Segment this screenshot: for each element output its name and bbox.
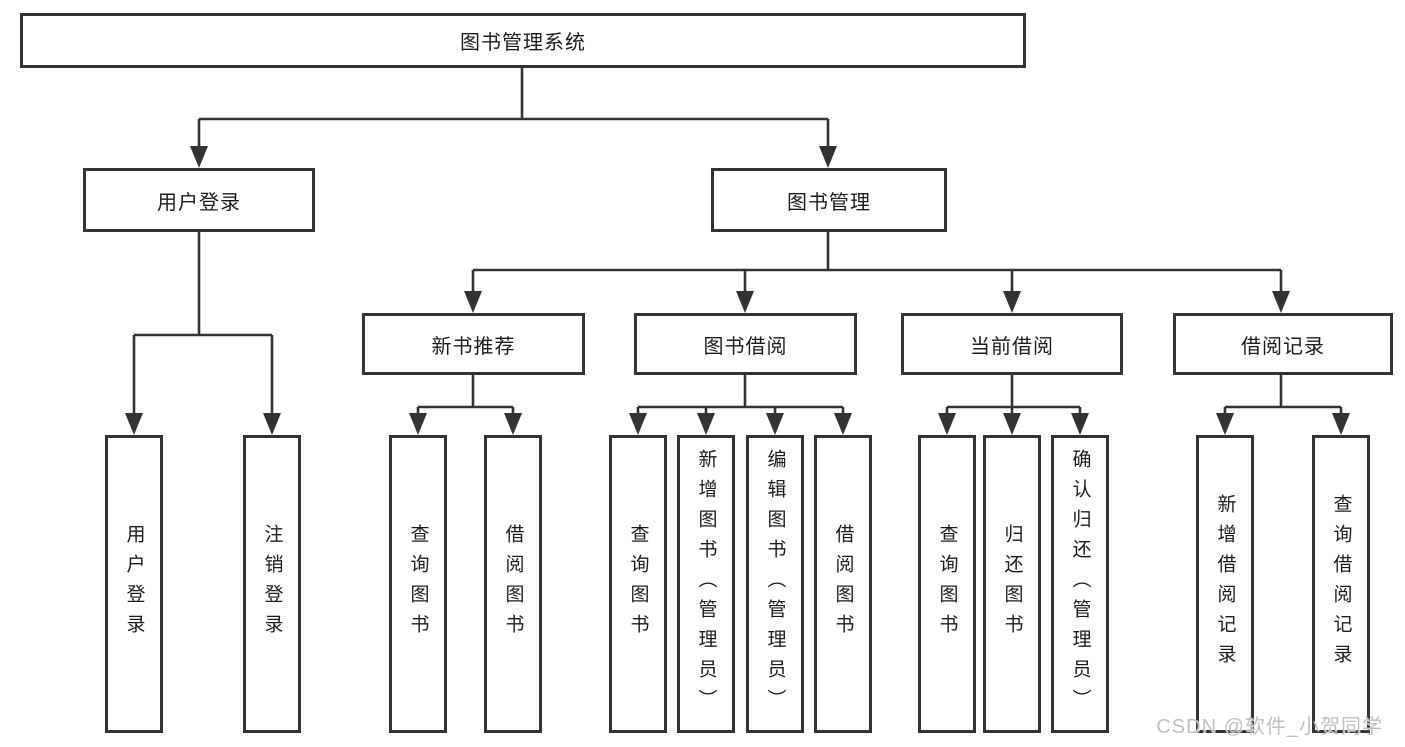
leaf-query-books-current-label: 查询图书 xyxy=(936,524,958,644)
leaf-query-books-borrowing-label: 查询图书 xyxy=(627,524,649,644)
leaf-logout: 注销登录 xyxy=(243,435,301,733)
leaf-return-books: 归还图书 xyxy=(983,435,1041,733)
leaf-add-borrow-record: 新增借阅记录 xyxy=(1196,435,1254,733)
node-book-management: 图书管理 xyxy=(711,168,947,232)
node-current-borrowing: 当前借阅 xyxy=(901,313,1123,375)
leaf-borrow-books-borrowing-label: 借阅图书 xyxy=(832,524,854,644)
leaf-query-borrow-record-label: 查询借阅记录 xyxy=(1330,494,1352,674)
node-borrowing-records: 借阅记录 xyxy=(1173,313,1393,375)
leaf-query-borrow-record: 查询借阅记录 xyxy=(1312,435,1370,733)
node-library-system: 图书管理系统 xyxy=(20,13,1026,68)
leaf-borrow-books-borrowing: 借阅图书 xyxy=(814,435,872,733)
leaf-edit-book-admin: 编辑图书（管理员） xyxy=(746,435,804,733)
leaf-borrow-books-recommend-label: 借阅图书 xyxy=(502,524,524,644)
leaf-add-book-admin-label: 新增图书（管理员） xyxy=(695,449,717,719)
leaf-add-book-admin: 新增图书（管理员） xyxy=(677,435,735,733)
leaf-borrow-books-recommend: 借阅图书 xyxy=(484,435,542,733)
node-new-book-recommend: 新书推荐 xyxy=(362,313,585,375)
leaf-logout-label: 注销登录 xyxy=(261,524,283,644)
leaf-query-books-borrowing: 查询图书 xyxy=(609,435,667,733)
leaf-user-login: 用户登录 xyxy=(105,435,163,733)
leaf-user-login-label: 用户登录 xyxy=(123,524,145,644)
leaf-query-books-current: 查询图书 xyxy=(918,435,976,733)
node-borrowing-records-label: 借阅记录 xyxy=(1241,335,1325,358)
node-library-system-label: 图书管理系统 xyxy=(460,32,586,54)
node-user-login-label: 用户登录 xyxy=(157,191,241,214)
leaf-query-books-recommend: 查询图书 xyxy=(389,435,447,733)
leaf-return-books-label: 归还图书 xyxy=(1001,524,1023,644)
node-book-borrowing-label: 图书借阅 xyxy=(703,335,788,358)
leaf-edit-book-admin-label: 编辑图书（管理员） xyxy=(764,449,786,719)
watermark: CSDN @软件_小贺同学 xyxy=(1156,716,1383,738)
node-new-book-recommend-label: 新书推荐 xyxy=(431,335,516,358)
node-user-login: 用户登录 xyxy=(83,168,315,232)
leaf-add-borrow-record-label: 新增借阅记录 xyxy=(1214,494,1236,674)
leaf-query-books-recommend-label: 查询图书 xyxy=(407,524,429,644)
leaf-confirm-return-admin: 确认归还（管理员） xyxy=(1051,435,1109,733)
node-book-management-label: 图书管理 xyxy=(787,191,871,214)
node-book-borrowing: 图书借阅 xyxy=(634,313,857,375)
leaf-confirm-return-admin-label: 确认归还（管理员） xyxy=(1069,449,1091,719)
node-current-borrowing-label: 当前借阅 xyxy=(970,335,1054,358)
